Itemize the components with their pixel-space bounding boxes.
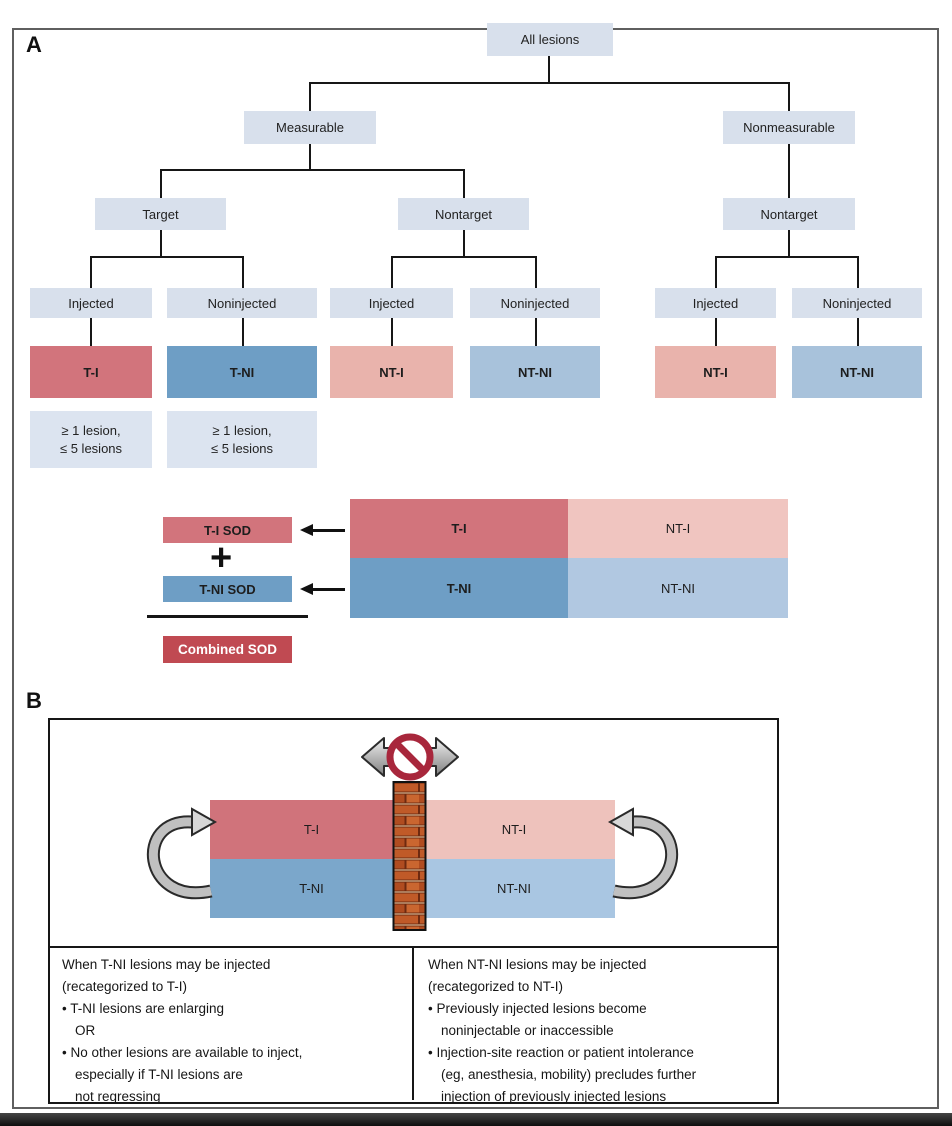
tree-connector [788,82,790,112]
rule-line: • T-NI lesions are enlarging [62,1001,225,1016]
rule-line: When T-NI lesions may be injected [62,957,271,972]
rule-line: • Previously injected lesions become [428,1001,647,1016]
sod-grid-tni: T-NI [350,558,568,618]
tree-connector [242,256,244,288]
node-nontarget-measurable: Nontarget [398,198,529,230]
tree-connector [90,317,92,346]
tree-connector [391,256,537,258]
left-arrow-icon [300,583,313,595]
rule-line: not regressing [75,1089,161,1104]
left-arrow-icon [300,524,313,536]
tree-connector [715,317,717,346]
tree-connector [160,230,162,258]
plus-sign: + [210,537,233,579]
tree-connector [463,230,465,258]
box-nti-measurable: NT-I [330,346,453,398]
node-injected-nontarget: Injected [330,288,453,318]
box-ntni-measurable: NT-NI [470,346,600,398]
node-measurable: Measurable [244,111,376,144]
tree-connector [715,256,717,288]
tree-connector [309,82,790,84]
rule-line: (recategorized to T-I) [62,979,188,994]
rule-line: especially if T-NI lesions are [75,1067,243,1082]
node-target: Target [95,198,226,230]
tree-connector [391,256,393,288]
criteria-line-1: ≥ 1 lesion, [212,422,272,438]
figure-border [12,28,939,1109]
criteria-line-2: ≤ 5 lesions [59,440,123,456]
sod-grid-ti: T-I [350,499,568,558]
tree-connector [90,256,244,258]
rule-line: injection of previously injected lesions [441,1089,667,1104]
node-nonmeasurable: Nonmeasurable [723,111,855,144]
box-ntni-nonmeasurable: NT-NI [792,346,922,398]
tree-connector [788,230,790,258]
b-grid-tni: T-NI [210,859,413,918]
tree-connector [391,317,393,346]
left-arrow-icon [310,529,345,532]
b-grid-ti: T-I [210,800,413,859]
criteria-tni: ≥ 1 lesion, ≤ 5 lesions [167,411,317,468]
rule-line: (eg, anesthesia, mobility) precludes fur… [441,1067,697,1082]
tree-connector [548,56,550,84]
node-injected-nonmeasurable: Injected [655,288,776,318]
b-grid-nti: NT-I [413,800,615,859]
rules-right: When NT-NI lesions may be injected (reca… [428,954,768,1108]
panel-b-label: B [26,688,42,713]
tree-connector [535,317,537,346]
tree-connector [857,317,859,346]
rules-left: When T-NI lesions may be injected (recat… [62,954,407,1108]
box-nti-nonmeasurable: NT-I [655,346,776,398]
rule-line: When NT-NI lesions may be injected [428,957,647,972]
node-noninjected-nontarget: Noninjected [470,288,600,318]
node-nontarget-nonmeasurable: Nontarget [723,198,855,230]
tree-connector [309,144,311,171]
tree-connector [242,317,244,346]
rule-line: OR [75,1023,96,1038]
sod-grid-nti: NT-I [568,499,788,558]
tree-connector [309,82,311,112]
criteria-line-1: ≥ 1 lesion, [61,422,121,438]
tree-connector [90,256,92,288]
tree-connector [535,256,537,288]
tree-connector [857,256,859,288]
tni-sod-bar: T-NI SOD [163,576,292,602]
b-grid-ntni: NT-NI [413,859,615,918]
criteria-ti: ≥ 1 lesion, ≤ 5 lesions [30,411,152,468]
tree-connector [160,169,162,198]
panel-a-label: A [26,32,42,57]
node-all-lesions: All lesions [487,23,613,56]
node-noninjected-target: Noninjected [167,288,317,318]
tree-connector [160,169,465,171]
node-injected-target: Injected [30,288,152,318]
ti-sod-bar: T-I SOD [163,517,292,543]
left-arrow-icon [310,588,345,591]
criteria-line-2: ≤ 5 lesions [210,440,274,456]
rule-line: (recategorized to NT-I) [428,979,564,994]
rule-line: noninjectable or inaccessible [441,1023,614,1038]
sum-line [147,615,308,618]
page-bottom-band [0,1113,952,1126]
sod-grid-ntni: NT-NI [568,558,788,618]
tree-connector [788,144,790,198]
box-tni: T-NI [167,346,317,398]
rule-line: • Injection-site reaction or patient int… [428,1045,694,1060]
rule-line: • No other lesions are available to inje… [62,1045,303,1060]
panel-b-column-divider [412,946,414,1100]
combined-sod-box: Combined SOD [163,636,292,663]
box-ti: T-I [30,346,152,398]
tree-connector [463,169,465,198]
node-noninjected-nonmeasurable: Noninjected [792,288,922,318]
tree-connector [715,256,859,258]
